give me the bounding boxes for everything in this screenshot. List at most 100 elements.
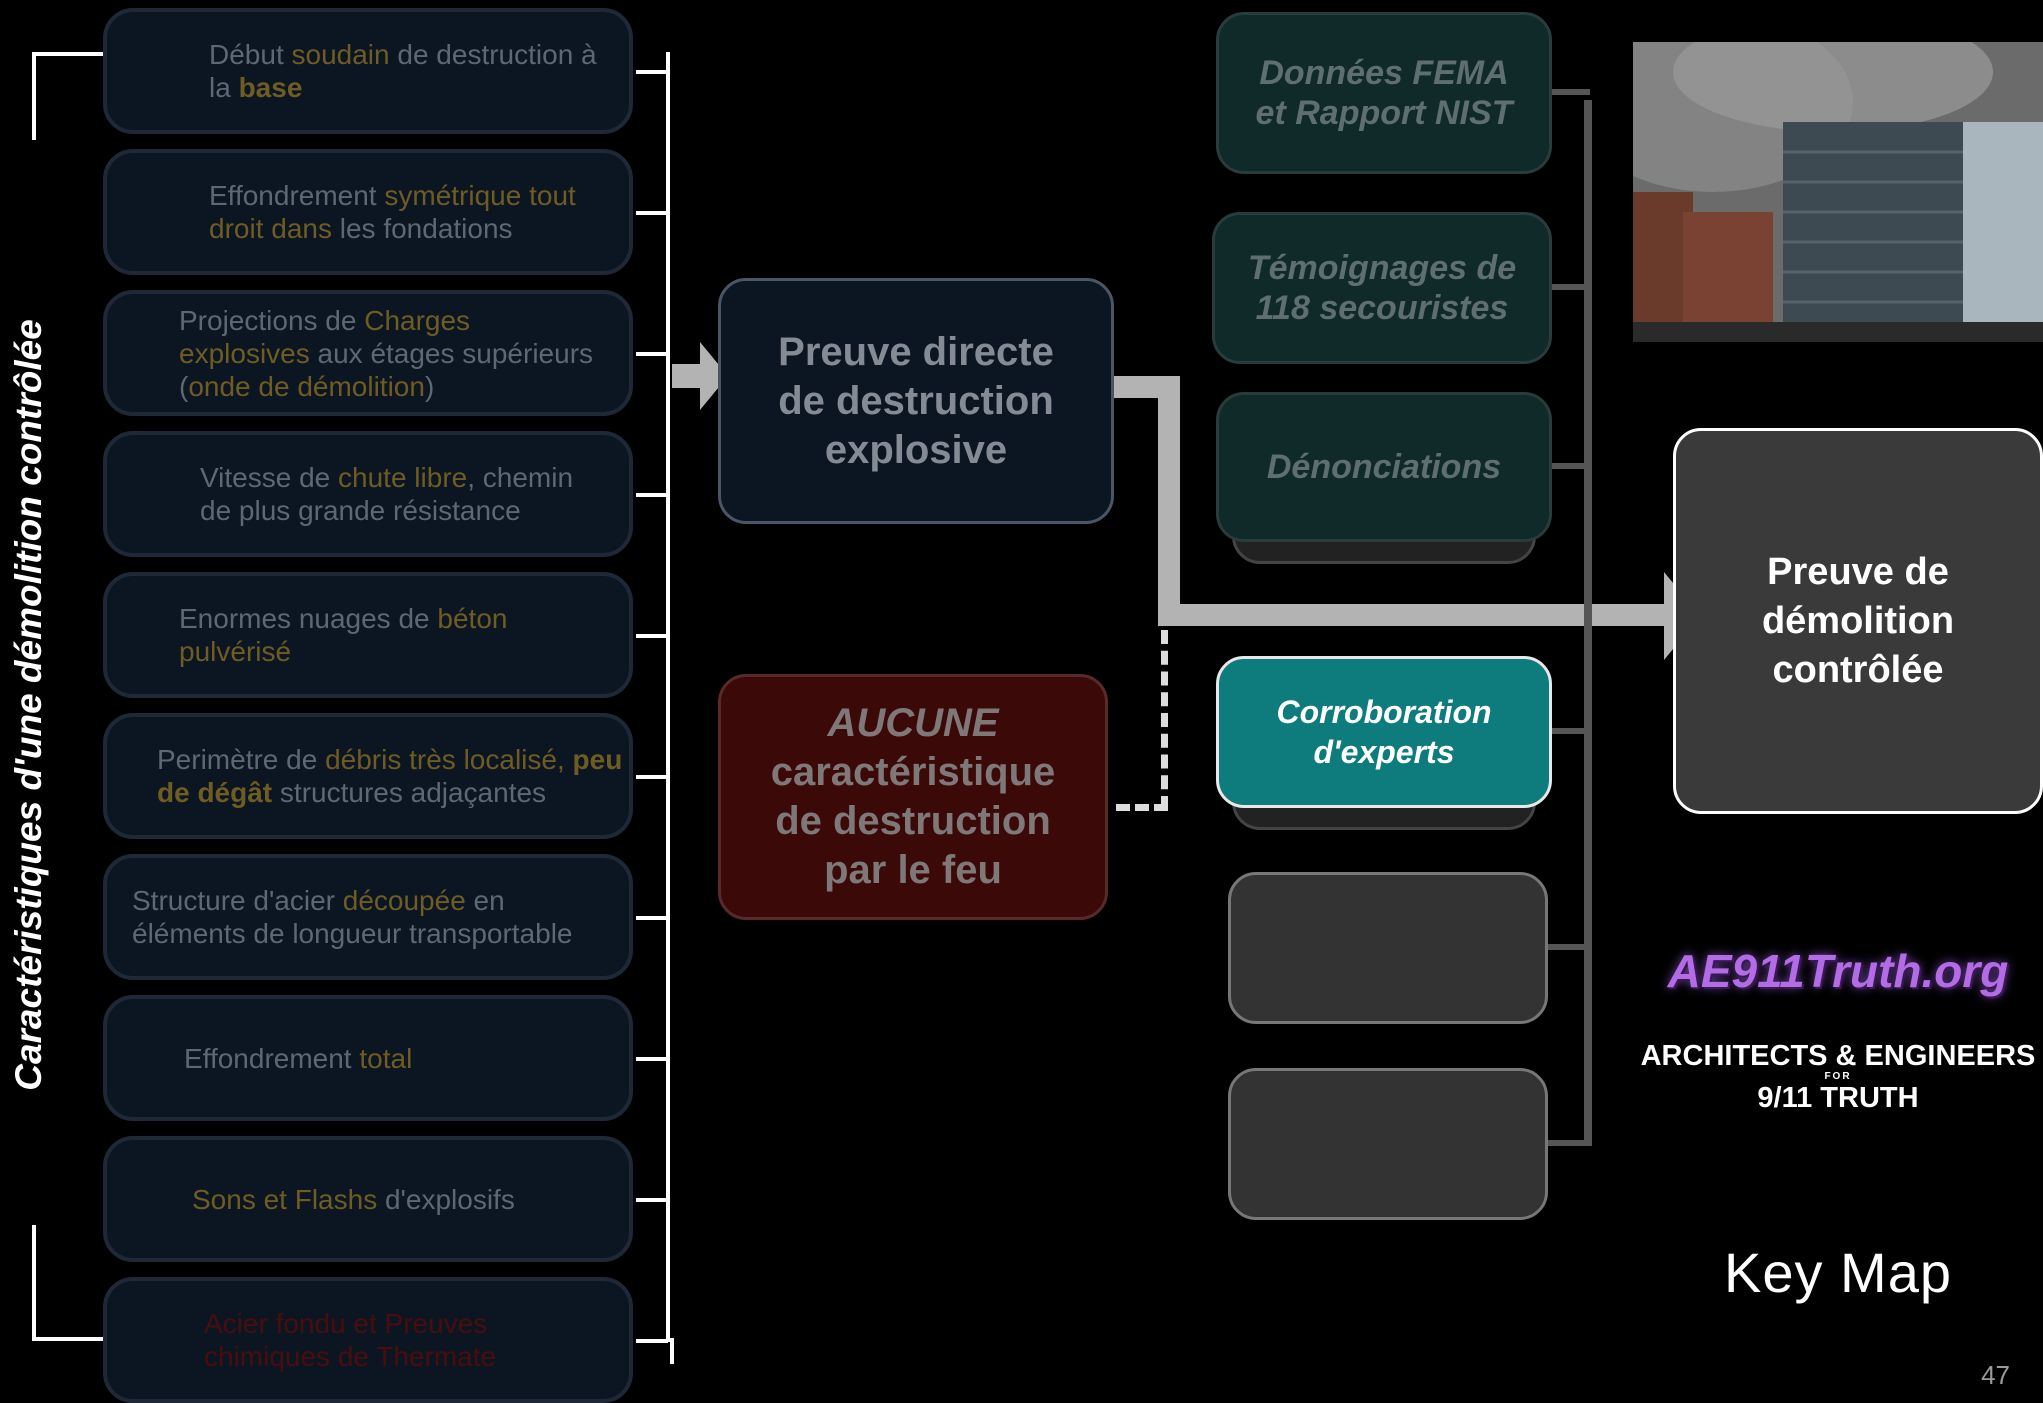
characteristic-text-part: Structure d'acier — [132, 885, 343, 916]
evidence-connector — [1552, 728, 1590, 734]
characteristic-box: Structure d'acier découpée en éléments d… — [103, 854, 633, 980]
direct-proof-box: Preuve directe de destruction explosive — [718, 278, 1114, 524]
org-logo: ARCHITECTS & ENGINEERS FOR 9/11 TRUTH — [1633, 1040, 2043, 1114]
characteristic-box: Effondrement total — [103, 995, 633, 1121]
characteristic-text: Début soudain de destruction à la base — [107, 38, 629, 104]
characteristic-box: Vitesse de chute libre, chemin de plus g… — [103, 431, 633, 557]
fire-emphasis: AUCUNE — [827, 701, 999, 745]
characteristic-box: Effondrement symétrique tout droit dans … — [103, 149, 633, 275]
characteristic-text-part: total — [359, 1042, 413, 1074]
characteristic-text-part: d'explosifs — [377, 1183, 515, 1215]
evidence-box: Corroboration d'experts — [1216, 656, 1552, 808]
characteristic-text-part: Effondrement — [184, 1042, 360, 1074]
characteristic-connector — [636, 352, 668, 356]
characteristic-connector — [636, 775, 668, 779]
characteristic-connector — [636, 634, 668, 638]
characteristic-box: Début soudain de destruction à la base — [103, 8, 633, 134]
characteristic-text: Effondrement total — [107, 1042, 442, 1075]
flow-arrow-horizontal-2 — [1158, 604, 1668, 626]
characteristic-connector — [636, 493, 668, 497]
characteristic-text-part: Acier fondu et Preuves chimiques de Ther… — [204, 1308, 497, 1372]
characteristic-text-part: Début — [209, 39, 292, 70]
characteristic-text-part: Charges explosives — [179, 304, 471, 369]
characteristic-text: Enormes nuages de béton pulvérisé — [107, 602, 629, 668]
left-bracket-top — [32, 52, 36, 140]
page-number: 47 — [1981, 1360, 2010, 1390]
characteristic-connector — [636, 916, 668, 920]
arrow-to-direct-proof — [672, 364, 702, 388]
characteristic-text-part: Projections de — [179, 304, 365, 336]
evidence-connector — [1552, 284, 1590, 290]
characteristic-text-part: soudain — [291, 39, 390, 70]
characteristic-text-part: Enormes nuages de — [179, 603, 438, 634]
characteristic-text-part: Vitesse de — [200, 462, 339, 493]
characteristic-text-part: symétrique tout droit dans — [209, 180, 576, 244]
conclusion-box: Preuve de démolition contrôlée — [1673, 428, 2043, 814]
characteristic-text-part: Sons et Flashs — [192, 1183, 378, 1215]
characteristic-text-part: les fondations — [331, 213, 513, 244]
characteristic-text: Effondrement symétrique tout droit dans … — [107, 179, 629, 245]
characteristic-text-part: ) — [424, 370, 435, 402]
evidence-connector — [1552, 89, 1590, 95]
evidence-box — [1228, 1068, 1548, 1220]
characteristic-box: Acier fondu et Preuves chimiques de Ther… — [103, 1277, 633, 1403]
conclusion-text: Preuve de démolition contrôlée — [1761, 550, 1955, 691]
key-map-label: Key Map — [1724, 1241, 1952, 1304]
characteristic-box: Enormes nuages de béton pulvérisé — [103, 572, 633, 698]
characteristic-connector — [636, 211, 668, 215]
characteristic-text: Acier fondu et Preuves chimiques de Ther… — [107, 1307, 629, 1373]
evidence-label: Corroboration d'experts — [1276, 694, 1492, 770]
characteristic-box: Projections de Charges explosives aux ét… — [103, 290, 633, 416]
evidence-label: Témoignages de 118 secouristes — [1247, 249, 1517, 327]
characteristic-text-part: , chemin de plus grande résistance — [200, 462, 574, 526]
characteristic-text-part: aux étages supérieurs ( — [179, 337, 594, 402]
evidence-connector-line — [1584, 100, 1592, 1146]
vertical-title: Caractéristiques d'une démolition contrô… — [8, 319, 49, 1091]
characteristic-text: Perimètre de débris très localisé, peu d… — [107, 743, 629, 809]
building-photo — [1633, 42, 2043, 342]
org-line-2: 9/11 TRUTH — [1757, 1082, 1919, 1114]
characteristic-text: Sons et Flashs d'explosifs — [107, 1183, 545, 1216]
characteristic-text-part: peu de dégât — [157, 744, 623, 808]
site-logo: AE911Truth.org — [1667, 945, 2009, 997]
evidence-connector — [1548, 944, 1590, 950]
characteristic-text: Vitesse de chute libre, chemin de plus g… — [107, 461, 629, 527]
list-bracket-foot — [670, 1338, 674, 1364]
characteristic-box: Perimètre de débris très localisé, peu d… — [103, 713, 633, 839]
fire-text: AUCUNE caractéristique de destruction pa… — [721, 699, 1105, 895]
left-bracket-bottom-arm — [32, 1337, 104, 1341]
building-photo-art — [1633, 42, 2043, 342]
characteristic-text-part: Perimètre de — [157, 744, 326, 775]
left-bracket-bottom — [32, 1225, 36, 1341]
evidence-box: Dénonciations — [1216, 392, 1552, 542]
characteristic-text-part: chute libre — [338, 462, 468, 493]
characteristic-text: Structure d'acier découpée en éléments d… — [107, 884, 629, 950]
characteristic-text-part: onde de démolition — [188, 370, 425, 402]
characteristic-connector — [636, 1339, 668, 1343]
characteristic-text-part: base — [238, 72, 303, 103]
left-bracket-top-arm — [32, 52, 104, 56]
characteristic-text: Projections de Charges explosives aux ét… — [107, 304, 629, 403]
list-right-bracket — [666, 52, 670, 1342]
characteristic-text-part: structures adjaçantes — [272, 777, 547, 808]
characteristic-text-part: en éléments de longueur transportable — [132, 885, 573, 949]
evidence-connector — [1548, 1140, 1590, 1146]
fire-dashed-connector — [1116, 804, 1168, 811]
characteristic-text-part: débris très localisé, — [325, 744, 565, 775]
evidence-connector — [1552, 463, 1590, 469]
characteristic-connector — [636, 1057, 668, 1061]
evidence-label: Données FEMA et Rapport NIST — [1255, 54, 1513, 132]
characteristic-text-part: de destruction à la — [209, 39, 597, 103]
evidence-label: Dénonciations — [1266, 448, 1502, 486]
characteristic-text-part: Effondrement — [209, 180, 385, 211]
characteristic-connector — [636, 1198, 668, 1202]
characteristic-connector — [636, 70, 668, 74]
characteristic-text-part: béton pulvérisé — [179, 603, 508, 667]
fire-box: AUCUNE caractéristique de destruction pa… — [718, 674, 1108, 920]
evidence-box: Données FEMA et Rapport NIST — [1216, 12, 1552, 174]
characteristic-text-part — [565, 744, 573, 775]
fire-rest: caractéristique de destruction par le fe… — [770, 750, 1056, 892]
characteristic-text-part: découpée — [342, 885, 466, 916]
org-for: FOR — [1824, 1071, 1852, 1082]
characteristic-box: Sons et Flashs d'explosifs — [103, 1136, 633, 1262]
